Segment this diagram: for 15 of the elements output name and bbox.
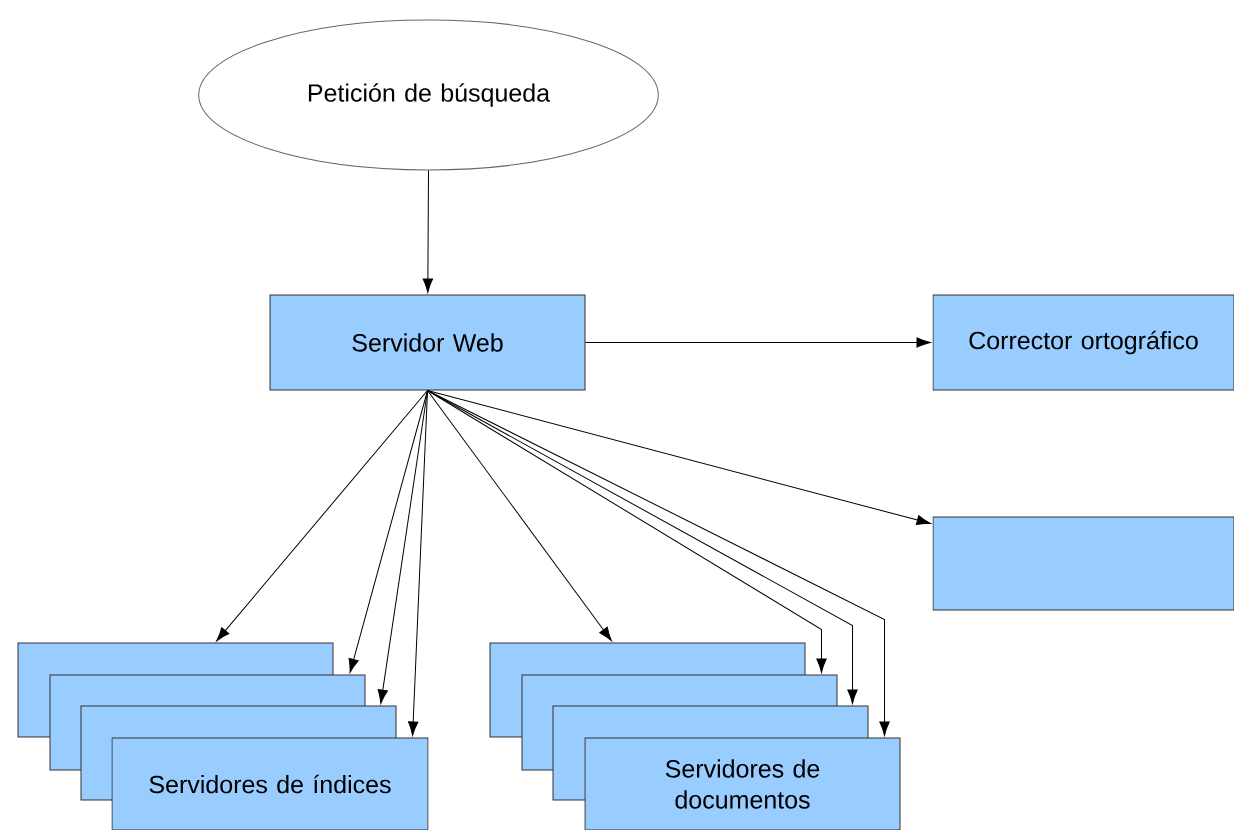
server-box: Servidor Web <box>269 294 586 391</box>
server-box: Servidores de documentos <box>584 737 901 830</box>
arrow <box>427 390 931 526</box>
arrow <box>427 390 858 704</box>
arrow <box>585 337 931 348</box>
arrow <box>216 390 428 642</box>
arrow <box>377 390 428 704</box>
server-box: Servidores de índices <box>111 737 429 830</box>
arrow <box>348 390 428 673</box>
arrow <box>427 390 890 736</box>
arrow <box>408 390 428 736</box>
server-box <box>932 516 1234 611</box>
server-box: Corrector ortográfico <box>932 294 1234 391</box>
arrow <box>422 170 434 293</box>
arrow <box>427 390 612 642</box>
